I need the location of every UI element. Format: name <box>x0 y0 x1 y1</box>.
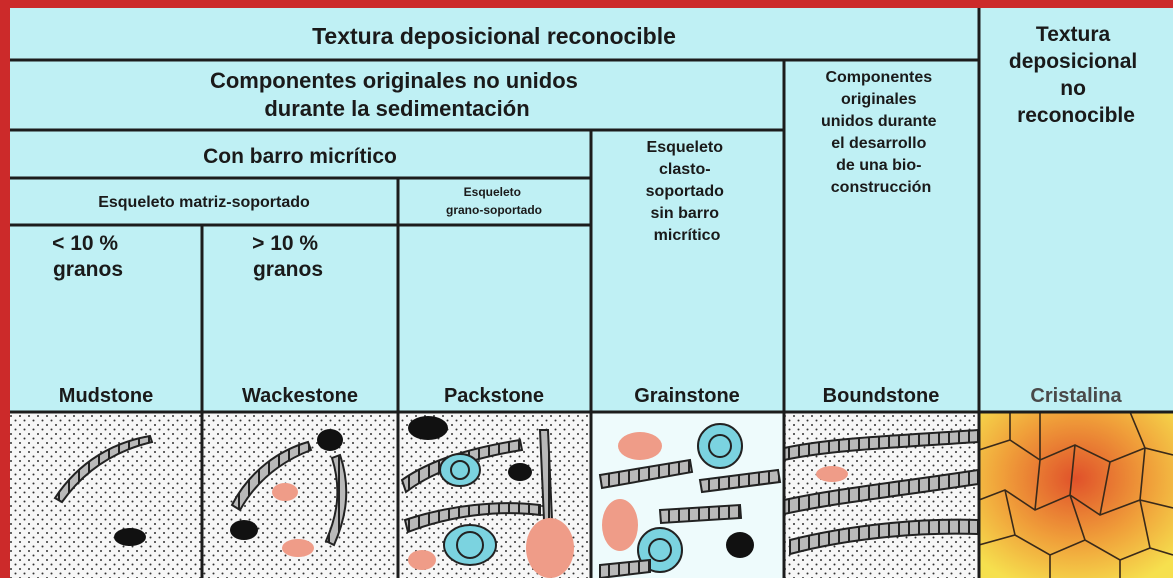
group-bound: Componentes originales unidos durante el… <box>821 69 941 196</box>
group-grain-supported-no-mud: Esqueleto clasto- soportado sin barro mi… <box>646 139 729 244</box>
class-boundstone: Boundstone <box>823 385 940 407</box>
grain-lt10: < 10 % granos <box>52 232 124 281</box>
group-grain-supported-no-mud-line: Esqueleto <box>647 139 724 156</box>
header-not-recognizable-line: reconocible <box>1017 104 1135 127</box>
group-matrix-supported: Esqueleto matriz-soportado <box>98 194 310 211</box>
wackestone-texture <box>202 412 398 578</box>
group-grain-supported-line: grano-soportado <box>446 203 542 217</box>
header-recognizable: Textura deposicional reconocible <box>312 23 676 49</box>
group-grain-supported-no-mud-line: soportado <box>646 183 724 200</box>
class-cristalina: Cristalina <box>1030 385 1122 407</box>
group-grain-supported-no-mud-line: clasto- <box>659 161 711 178</box>
header-not-recognizable: Textura deposicional no reconocible <box>1009 23 1143 127</box>
grain-gt10: > 10 % granos <box>252 232 324 281</box>
grain-gt10-line: granos <box>253 258 323 281</box>
group-bound-line: Componentes <box>825 69 932 86</box>
group-grain-supported-line: Esqueleto <box>464 185 521 199</box>
mudstone-texture <box>10 412 202 578</box>
boundstone-texture <box>784 412 979 578</box>
header-not-recognizable-line: Textura <box>1036 23 1111 46</box>
group-bound-line: de una bio- <box>836 157 921 174</box>
grain-lt10-line: < 10 % <box>52 232 118 255</box>
packstone-texture <box>398 412 591 578</box>
grainstone-texture <box>591 412 784 578</box>
class-grainstone: Grainstone <box>634 385 740 407</box>
crystalline-texture <box>979 412 1173 578</box>
header-not-recognizable-line: no <box>1060 77 1086 100</box>
group-grain-supported-no-mud-line: sin barro <box>651 205 720 222</box>
group-not-bound-line: Componentes originales no unidos <box>210 68 578 93</box>
group-bound-line: el desarrollo <box>831 135 926 152</box>
group-grain-supported-no-mud-line: micrítico <box>654 227 721 244</box>
grain-lt10-line: granos <box>53 258 123 281</box>
class-wackestone: Wackestone <box>242 385 358 407</box>
class-packstone: Packstone <box>444 385 544 407</box>
group-with-mud: Con barro micrítico <box>203 145 397 168</box>
group-grain-supported: Esqueleto grano-soportado <box>446 185 542 217</box>
group-not-bound-line: durante la sedimentación <box>264 96 529 121</box>
group-not-bound: Componentes originales no unidos durante… <box>210 68 584 121</box>
group-bound-line: unidos durante <box>821 113 937 130</box>
group-bound-line: originales <box>841 91 917 108</box>
grain-gt10-line: > 10 % <box>252 232 318 255</box>
header-not-recognizable-line: deposicional <box>1009 50 1137 73</box>
group-bound-line: construcción <box>831 179 931 196</box>
class-mudstone: Mudstone <box>59 385 153 407</box>
